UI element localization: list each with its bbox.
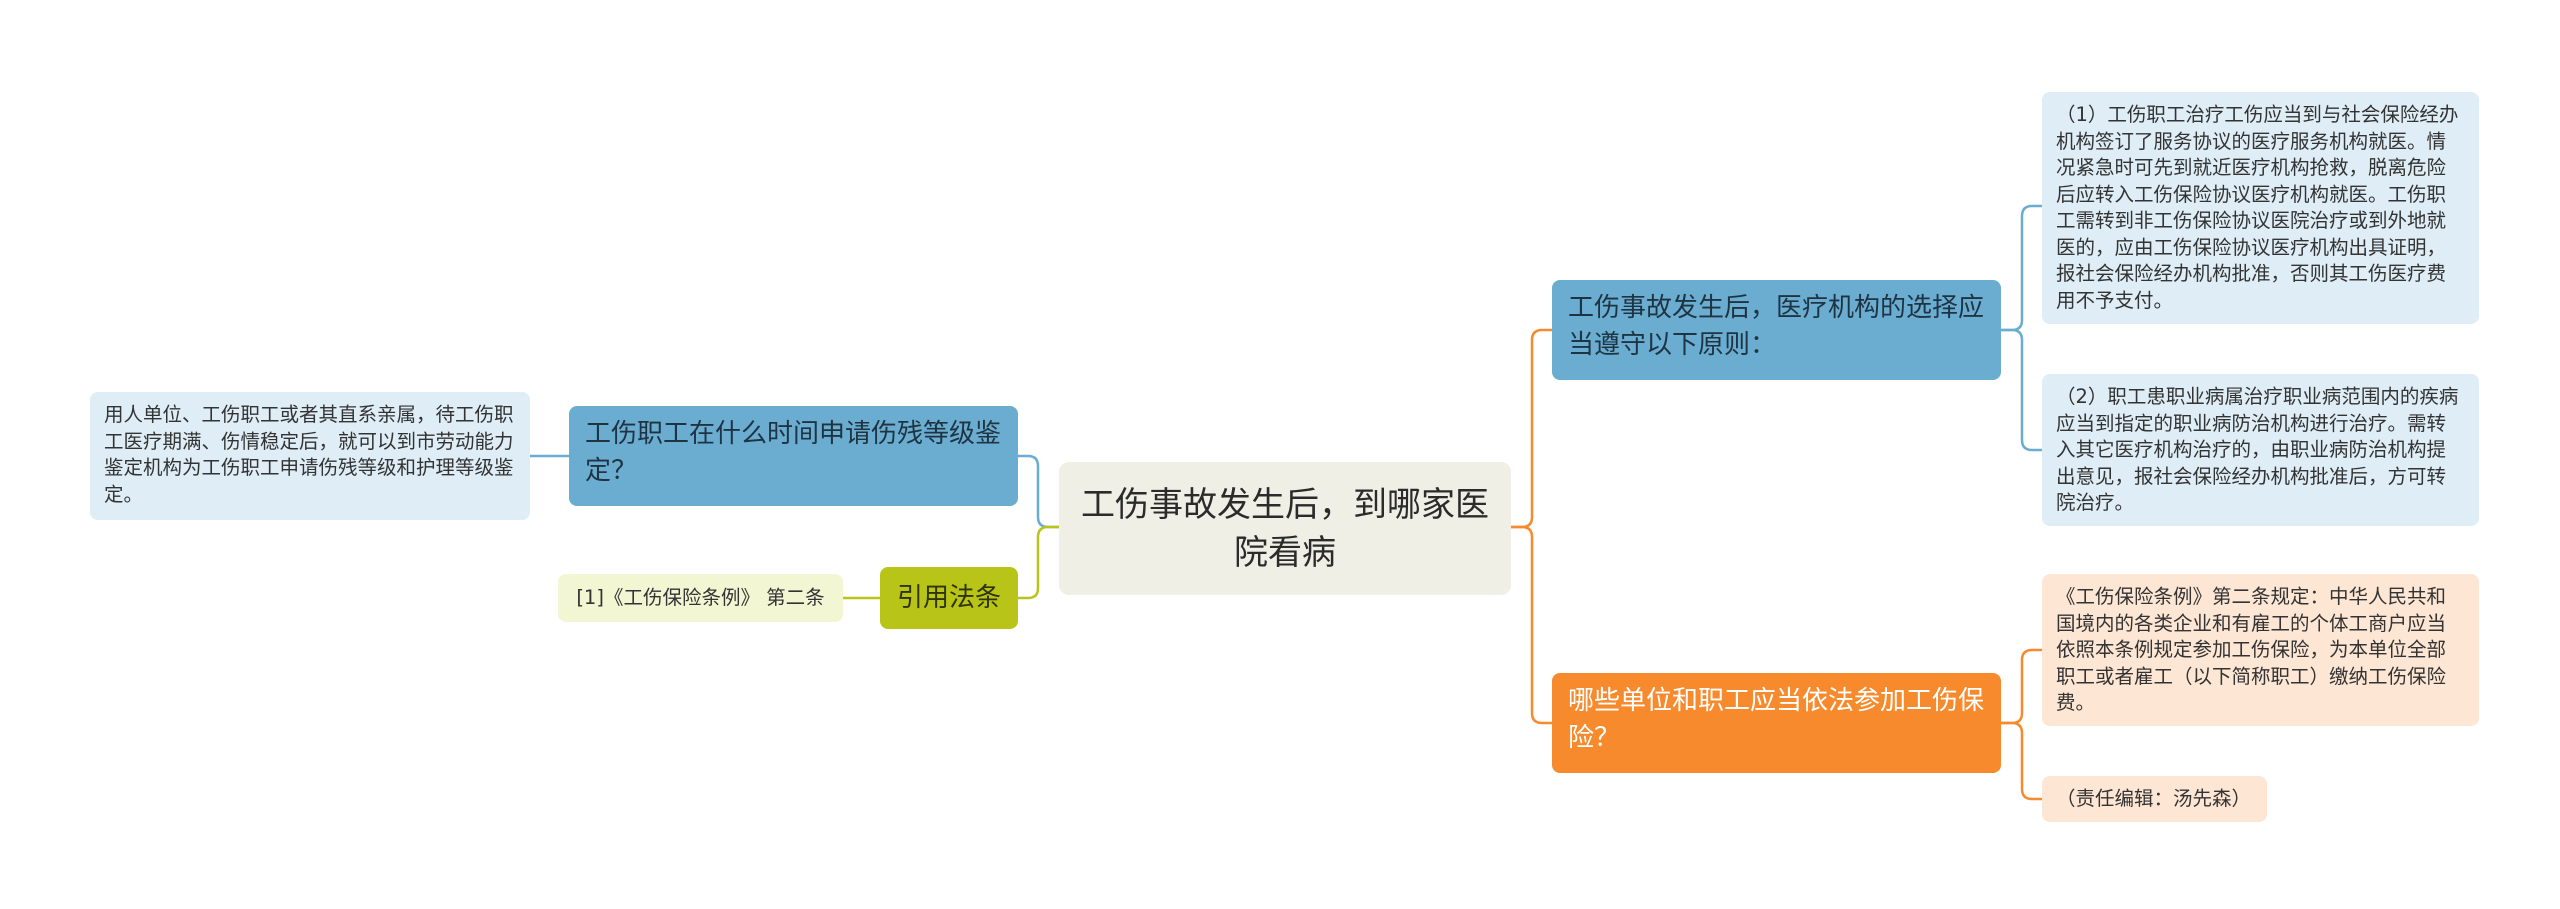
leaf-medical-principle-1[interactable]: （1）工伤职工治疗工伤应当到与社会保险经办机构签订了服务协议的医疗服务机构就医。… xyxy=(2042,92,2479,324)
link-center-medical xyxy=(1511,328,1552,529)
leaf-insurance-regulation[interactable]: 《工伤保险条例》第二条规定：中华人民共和国境内的各类企业和有雇工的个体工商户应当… xyxy=(2042,574,2479,726)
branch-medical-choice-label: 工伤事故发生后，医疗机构的选择应当遵守以下原则： xyxy=(1568,293,1985,360)
central-topic-label: 工伤事故发生后，到哪家医院看病 xyxy=(1081,484,1489,573)
link-insurance-detail2 xyxy=(2001,721,2042,801)
leaf-insurance-regulation-text: 《工伤保险条例》第二条规定：中华人民共和国境内的各类企业和有雇工的个体工商户应当… xyxy=(2056,585,2447,714)
leaf-citation-reference-text: [1]《工伤保险条例》 第二条 xyxy=(576,585,825,609)
link-center-citation xyxy=(1018,525,1059,600)
branch-disability-time[interactable]: 工伤职工在什么时间申请伤残等级鉴定？ xyxy=(569,406,1018,506)
link-insurance-detail1 xyxy=(2001,648,2042,725)
branch-disability-time-label: 工伤职工在什么时间申请伤残等级鉴定？ xyxy=(585,419,1002,486)
leaf-editor-credit-text: （责任编辑：汤先森） xyxy=(2056,786,2252,810)
branch-citation[interactable]: 引用法条 xyxy=(880,567,1018,629)
link-center-insurance xyxy=(1511,525,1552,725)
branch-insurance-scope[interactable]: 哪些单位和职工应当依法参加工伤保险？ xyxy=(1552,673,2001,773)
leaf-editor-credit[interactable]: （责任编辑：汤先森） xyxy=(2042,776,2267,822)
link-center-disability xyxy=(1018,454,1059,529)
central-topic[interactable]: 工伤事故发生后，到哪家医院看病 xyxy=(1059,462,1511,595)
leaf-medical-principle-2[interactable]: （2）职工患职业病属治疗职业病范围内的疾病应当到指定的职业病防治机构进行治疗。需… xyxy=(2042,374,2479,526)
link-medical-detail2 xyxy=(2001,328,2042,452)
leaf-disability-procedure[interactable]: 用人单位、工伤职工或者其直系亲属，待工伤职工医疗期满、伤情稳定后，就可以到市劳动… xyxy=(90,392,530,520)
leaf-citation-reference[interactable]: [1]《工伤保险条例》 第二条 xyxy=(558,574,843,622)
branch-medical-choice[interactable]: 工伤事故发生后，医疗机构的选择应当遵守以下原则： xyxy=(1552,280,2001,380)
leaf-medical-principle-1-text: （1）工伤职工治疗工伤应当到与社会保险经办机构签订了服务协议的医疗服务机构就医。… xyxy=(2056,103,2459,312)
leaf-medical-principle-2-text: （2）职工患职业病属治疗职业病范围内的疾病应当到指定的职业病防治机构进行治疗。需… xyxy=(2056,385,2459,514)
link-medical-detail1 xyxy=(2001,204,2042,332)
branch-insurance-scope-label: 哪些单位和职工应当依法参加工伤保险？ xyxy=(1568,686,1985,753)
leaf-disability-procedure-text: 用人单位、工伤职工或者其直系亲属，待工伤职工医疗期满、伤情稳定后，就可以到市劳动… xyxy=(104,403,514,506)
branch-citation-label: 引用法条 xyxy=(896,582,1001,613)
